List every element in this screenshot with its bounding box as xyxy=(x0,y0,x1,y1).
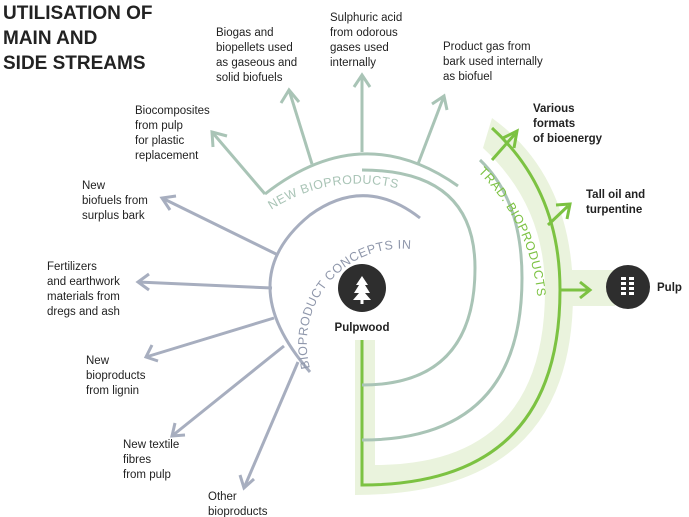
pulp-label: Pulp xyxy=(657,282,682,294)
traditional-outputs: Various formats of bioenergy Tall oil an… xyxy=(533,103,648,216)
rnd-outputs: New biofuels from surplus bark Fertilize… xyxy=(47,180,268,517)
title-line-3: SIDE STREAMS xyxy=(3,53,146,74)
output-bioenergy: Various formats of bioenergy xyxy=(533,103,603,145)
output-product-gas: Product gas from bark used internally as… xyxy=(443,41,546,83)
pulpwood-node: Pulpwood xyxy=(335,264,390,334)
output-new-biofuels: New biofuels from surplus bark xyxy=(82,180,151,222)
output-lignin: New bioproducts from lignin xyxy=(86,355,149,397)
diagram-title: UTILISATION OF MAIN AND SIDE STREAMS xyxy=(3,3,153,74)
bioenergy-arrow xyxy=(490,133,517,161)
rnd-ring xyxy=(135,194,421,491)
main-stream-lines xyxy=(360,126,562,487)
traditional-arrows xyxy=(490,128,593,300)
tree-icon xyxy=(353,276,371,304)
pulpwood-label: Pulpwood xyxy=(335,322,390,334)
output-tall-oil: Tall oil and turpentine xyxy=(586,189,648,216)
pulp-bale-icon xyxy=(621,277,634,295)
output-other-bioproducts: Other bioproducts xyxy=(208,491,268,517)
title-line-2: MAIN AND xyxy=(3,28,97,49)
output-textile-fibres: New textile fibres from pulp xyxy=(123,439,182,481)
output-biocomposites: Biocomposites from pulp for plastic repl… xyxy=(135,105,213,162)
title-line-1: UTILISATION OF xyxy=(3,3,153,24)
pulp-band xyxy=(545,270,615,306)
tall-oil-arrow xyxy=(546,204,570,227)
output-biogas: Biogas and biopellets used as gaseous an… xyxy=(216,27,300,84)
new-bioproducts-ring xyxy=(210,72,459,196)
output-fertilizers: Fertilizers and earthwork materials from… xyxy=(47,261,123,318)
pulp-node: Pulp xyxy=(606,265,682,309)
output-sulphuric-acid: Sulphuric acid from odorous gases used i… xyxy=(330,12,405,69)
new-bioproducts-outputs: Biocomposites from pulp for plastic repl… xyxy=(135,12,546,162)
